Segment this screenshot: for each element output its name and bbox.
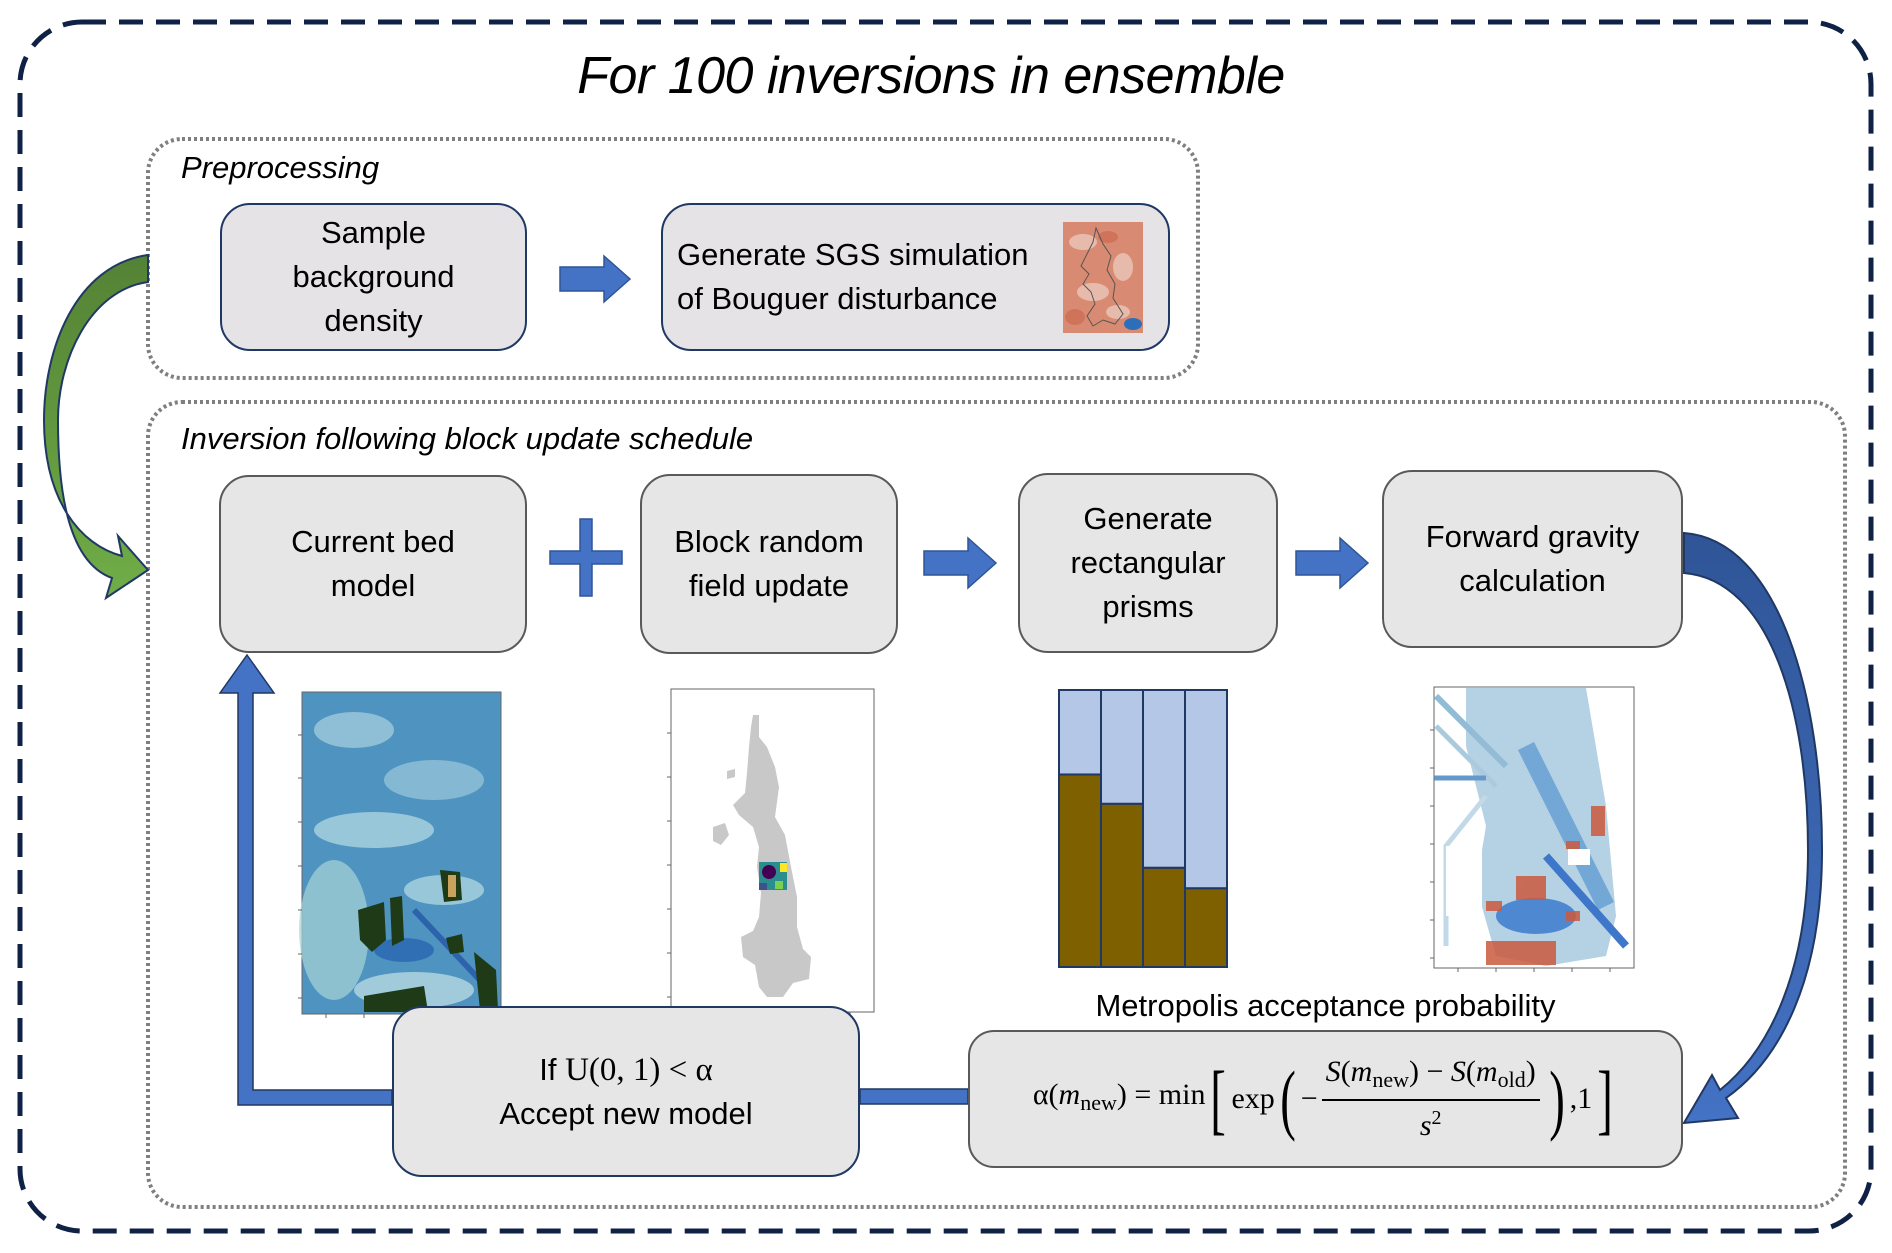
formula-alpha: α <box>1032 1078 1049 1111</box>
plus-icon <box>549 518 623 597</box>
generate-prisms-text: Generate rectangular prisms <box>1070 501 1226 624</box>
prism-bed-3 <box>1142 866 1186 968</box>
inversion-label: Inversion following block update schedul… <box>181 421 754 456</box>
block-random-field-text: Block random field update <box>674 524 864 603</box>
accept-condition-math: U(0, 1) < α <box>565 1051 713 1088</box>
formula-sub-new-2: new <box>1372 1067 1409 1092</box>
formula-bracket-open: [ <box>1210 1055 1227 1142</box>
current-bed-model-box: Current bed model <box>219 475 527 653</box>
prism-ice-4 <box>1184 689 1228 890</box>
formula-denominator: s2 <box>1420 1101 1442 1143</box>
generate-prisms-box: Generate rectangular prisms <box>1018 473 1278 653</box>
bed-model-map <box>298 691 502 1018</box>
accept-condition: If U(0, 1) < α <box>499 1048 752 1092</box>
accept-model-box: If U(0, 1) < α Accept new model <box>392 1006 860 1177</box>
metropolis-label: Metropolis acceptance probability <box>1095 988 1556 1023</box>
forward-gravity-map <box>1430 686 1635 972</box>
ensemble-loop-border <box>17 19 1874 1234</box>
page-title: For 100 inversions in ensemble <box>577 47 1285 105</box>
block-update-patch <box>759 862 787 890</box>
accept-if: If <box>539 1051 557 1087</box>
formula-bracket-close: ] <box>1597 1055 1613 1142</box>
prism-ice-2 <box>1100 689 1144 805</box>
formula-m: m <box>1058 1078 1081 1111</box>
sample-density-box: Sample background density <box>220 203 527 351</box>
prism-bed-4 <box>1184 887 1228 968</box>
formula-equals-min: = min <box>1134 1078 1206 1111</box>
formula-minus-2: − <box>1426 1055 1444 1088</box>
accept-text: Accept new model <box>499 1095 753 1131</box>
forward-gravity-box: Forward gravity calculation <box>1382 470 1683 648</box>
block-random-field-box: Block random field update <box>640 474 898 654</box>
formula-s: s <box>1419 1109 1432 1142</box>
formula-exp: exp <box>1231 1082 1275 1115</box>
formula-minus: − <box>1300 1082 1318 1115</box>
prism-ice-3 <box>1142 689 1186 869</box>
formula-fraction: S(mnew) − S(mold) s2 <box>1321 1055 1540 1143</box>
feedback-arrow-icon <box>218 653 393 1106</box>
formula-m-new: m <box>1350 1055 1373 1088</box>
arrow-right-icon <box>1295 536 1370 590</box>
formula-m-old: m <box>1475 1055 1498 1088</box>
formula-lhs: α(mnew) = min <box>1032 1078 1206 1115</box>
formula-paren-open: ( <box>1279 1055 1296 1142</box>
formula-S-old: S <box>1450 1055 1466 1088</box>
arrow-right-icon <box>923 536 998 590</box>
prism-bed-2 <box>1100 802 1144 968</box>
formula-square: 2 <box>1431 1107 1442 1129</box>
prism-ice-1 <box>1058 689 1102 776</box>
sgs-simulation-text: Generate SGS simulation of Bouguer distu… <box>677 237 1029 316</box>
green-curved-arrow-icon <box>42 253 150 601</box>
feedback-connector <box>859 1088 969 1105</box>
blue-curved-arrow-icon <box>1682 531 1824 1125</box>
formula-paren-close: ) <box>1548 1055 1565 1142</box>
forward-gravity-text: Forward gravity calculation <box>1425 519 1640 598</box>
formula-sub-new: new <box>1080 1090 1117 1115</box>
sgs-thumbnail-map <box>1063 222 1143 333</box>
formula-numerator: S(mnew) − S(mold) <box>1321 1055 1540 1101</box>
acceptance-formula-box: α(mnew) = min [ exp ( − S(mnew) − S(mold… <box>968 1030 1683 1168</box>
current-bed-model-text: Current bed model <box>291 524 455 603</box>
formula-sub-old: old <box>1497 1067 1526 1092</box>
prism-bed-1 <box>1058 773 1102 968</box>
block-update-map <box>667 688 875 1016</box>
prisms-chart <box>1058 689 1228 968</box>
preprocessing-label: Preprocessing <box>181 150 380 185</box>
formula-S-new: S <box>1325 1055 1341 1088</box>
arrow-right-icon <box>559 254 632 304</box>
sample-density-text: Sample background density <box>292 215 455 338</box>
formula-one: 1 <box>1577 1082 1593 1115</box>
